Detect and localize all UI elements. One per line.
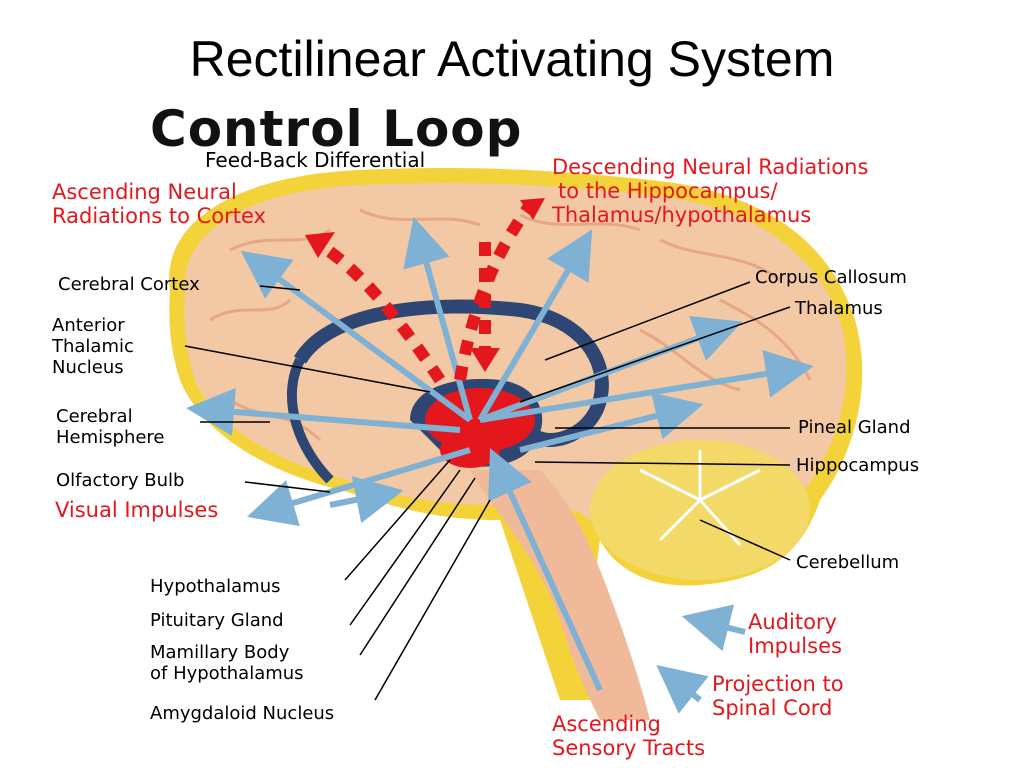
label-feedback-differential: Feed-Back Differential <box>205 148 426 172</box>
cerebellum-branches <box>639 450 761 546</box>
label-hypothalamus: Hypothalamus <box>150 576 281 597</box>
label-amygdaloid-nucleus: Amygdaloid Nucleus <box>150 703 335 724</box>
control-loop <box>294 299 609 447</box>
label-descending-neural-radiations: Descending Neural Radiations to the Hipp… <box>552 155 869 227</box>
label-visual-impulses: Visual Impulses <box>55 498 219 522</box>
label-thalamus: Thalamus <box>795 298 883 319</box>
label-olfactory-bulb: Olfactory Bulb <box>56 470 185 491</box>
label-mamillary-body: Mamillary Body of Hypothalamus <box>150 642 304 684</box>
label-ascending-sensory-tracts: Ascending Sensory Tracts <box>552 712 706 760</box>
red-arrowheads <box>305 198 545 372</box>
red-dashed-arrows <box>316 201 535 384</box>
label-ascending-neural-radiations: Ascending Neural Radiations to Cortex <box>52 180 266 228</box>
label-hippocampus: Hippocampus <box>796 455 920 476</box>
label-corpus-callosum: Corpus Callosum <box>755 267 907 288</box>
label-cerebral-hemisphere: Cerebral Hemisphere <box>56 406 165 448</box>
blue-arrows <box>186 216 814 692</box>
figure-title: Control Loop <box>150 100 523 158</box>
input-arrows <box>329 476 746 714</box>
label-anterior-thalamic-nucleus: Anterior Thalamic Nucleus <box>52 315 134 378</box>
slide-title: Rectilinear Activating System <box>189 31 835 87</box>
leader-lines <box>184 281 791 701</box>
label-projection-spinal-cord: Projection to Spinal Cord <box>712 672 844 720</box>
label-auditory-impulses: Auditory Impulses <box>748 610 842 658</box>
label-cerebral-cortex: Cerebral Cortex <box>58 274 200 295</box>
label-cerebellum: Cerebellum <box>796 552 900 573</box>
label-pineal-gland: Pineal Gland <box>798 417 911 438</box>
label-pituitary-gland: Pituitary Gland <box>150 610 284 631</box>
